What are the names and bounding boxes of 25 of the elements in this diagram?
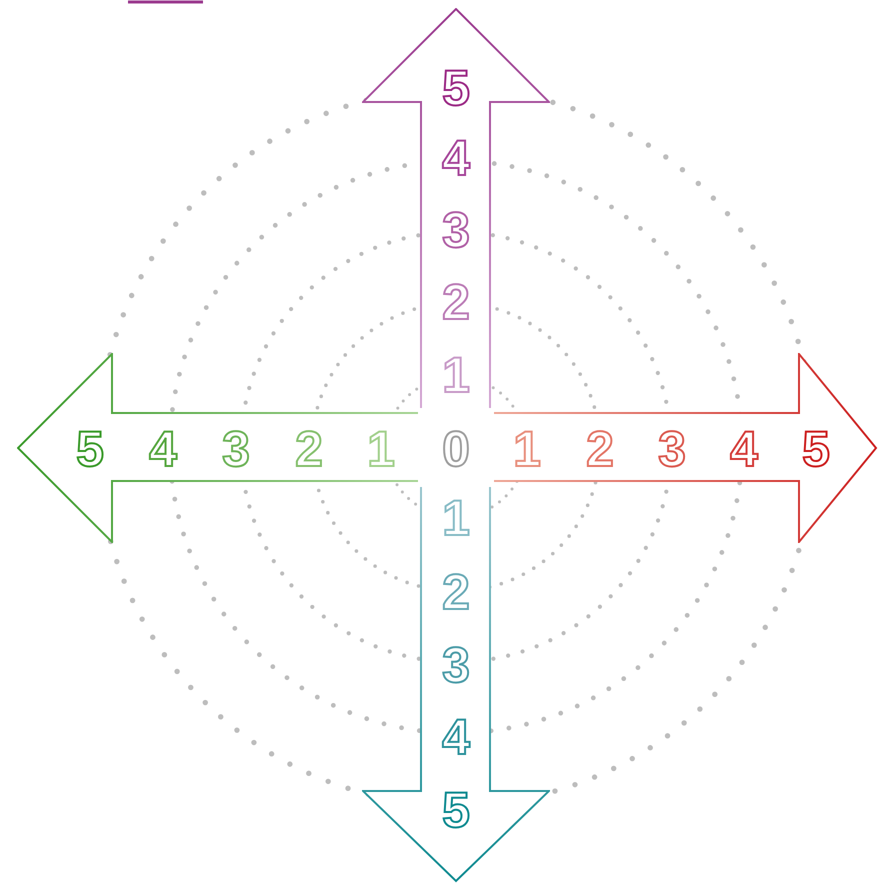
scale-number: 5 xyxy=(802,424,830,474)
scale-number: 1 xyxy=(513,424,541,474)
scale-number: 4 xyxy=(730,424,758,474)
scale-number: 3 xyxy=(222,424,250,474)
scale-number: 3 xyxy=(442,640,470,690)
scale-number: 4 xyxy=(442,712,470,762)
block-arrow xyxy=(362,487,550,883)
scale-number: 3 xyxy=(442,205,470,255)
scale-number: 5 xyxy=(76,424,104,474)
scale-number: 1 xyxy=(442,493,470,543)
scale-number: 2 xyxy=(295,424,323,474)
scale-number: 4 xyxy=(442,133,470,183)
block-arrow xyxy=(494,353,878,543)
scale-number: 5 xyxy=(442,785,470,835)
scale-number: 5 xyxy=(442,63,470,113)
scale-number: 0 xyxy=(442,424,470,474)
scale-number: 3 xyxy=(658,424,686,474)
scale-number: 2 xyxy=(442,277,470,327)
scale-number: 2 xyxy=(442,567,470,617)
scale-number: 1 xyxy=(367,424,395,474)
scale-number: 1 xyxy=(442,350,470,400)
scale-number: 2 xyxy=(586,424,614,474)
block-arrow xyxy=(362,8,550,408)
block-arrow xyxy=(17,353,419,543)
scale-number: 4 xyxy=(149,424,177,474)
